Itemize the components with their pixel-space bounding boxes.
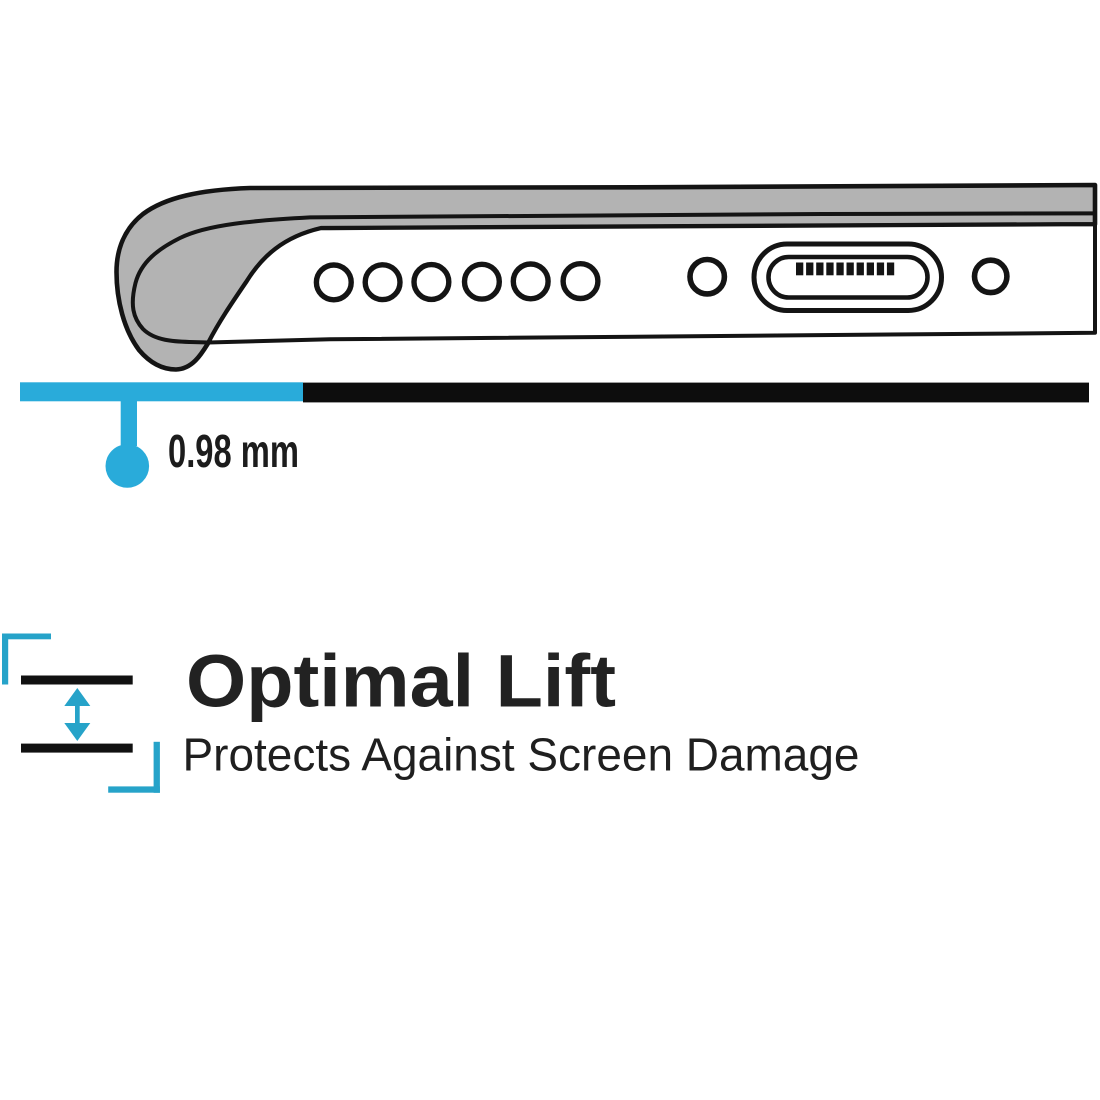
svg-text:Protects Against Screen Damage: Protects Against Screen Damage	[183, 729, 860, 781]
svg-text:0.98 mm: 0.98 mm	[168, 425, 299, 477]
svg-text:Optimal Lift: Optimal Lift	[186, 639, 616, 722]
